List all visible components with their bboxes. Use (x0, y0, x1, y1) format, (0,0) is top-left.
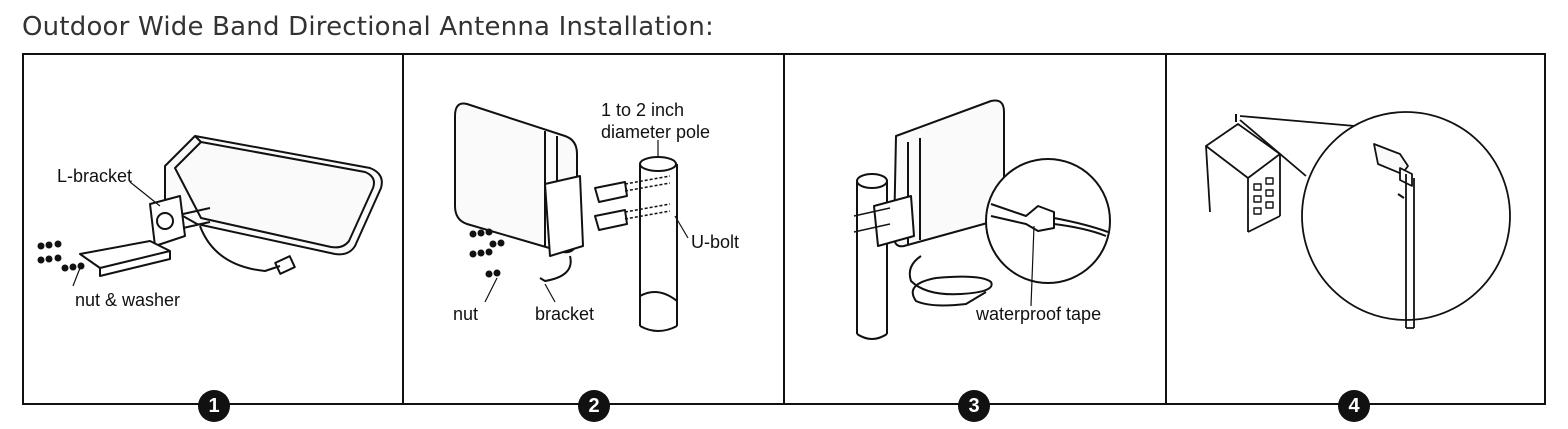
step-badge-4: 4 (1338, 390, 1370, 422)
label-nut: nut (453, 304, 479, 324)
label-pole-line2: diameter pole (601, 122, 711, 142)
label-bracket: bracket (535, 304, 595, 324)
panel-divider-1 (402, 53, 404, 405)
label-l-bracket: L-bracket (57, 166, 133, 186)
panel-2: 1 to 2 inch diameter pole U-bolt nut bra… (405, 56, 783, 402)
antenna-with-l-bracket-illustration (37, 135, 383, 287)
mounted-antenna-waterproof-illustration (853, 99, 1111, 340)
label-pole-line1: 1 to 2 inch (601, 100, 685, 120)
panel-4 (1168, 56, 1544, 402)
panel-1: L-bracket nut & washer (25, 56, 402, 402)
panel-3: waterproof tape (786, 56, 1165, 402)
step-badge-2: 2 (578, 390, 610, 422)
panel-divider-3 (1165, 53, 1167, 405)
pole-mount-exploded-illustration (454, 102, 689, 332)
step-badge-1: 1 (198, 390, 230, 422)
label-waterproof-tape: waterproof tape (976, 304, 1102, 324)
panel-divider-2 (783, 53, 785, 405)
label-u-bolt: U-bolt (691, 232, 740, 252)
label-nut-washer: nut & washer (75, 290, 181, 310)
page-title: Outdoor Wide Band Directional Antenna In… (22, 12, 715, 42)
rooftop-location-illustration (1205, 111, 1511, 329)
step-badge-3: 3 (958, 390, 990, 422)
